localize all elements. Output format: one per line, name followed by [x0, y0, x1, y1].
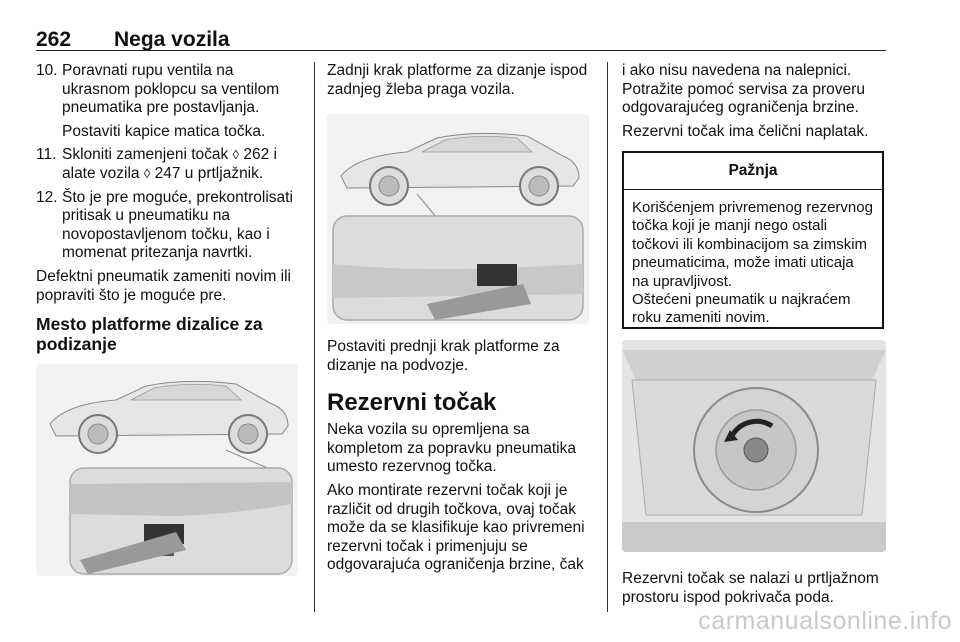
warning-title: Pažnja — [624, 153, 882, 190]
section-title: Rezervni točak — [327, 389, 497, 417]
paragraph: Postaviti prednji krak platforme za diza… — [327, 338, 560, 374]
page-ref-icon: ◊ — [143, 165, 151, 181]
warning-text: Oštećeni pneumatik u najkraćem roku zame… — [632, 291, 851, 327]
paragraph: i ako nisu navedena na nalepnici. Potraž… — [622, 62, 865, 117]
warning-text: Korišćenjem privremenog rezervnog točka … — [632, 199, 873, 290]
page-number: 262 — [36, 28, 72, 51]
warning-box: Pažnja Korišćenjem privremenog rezervnog… — [622, 151, 884, 329]
column-2-lower: Postaviti prednji krak platforme za diza… — [327, 338, 597, 580]
page-ref-link[interactable]: 247 — [154, 164, 181, 182]
page-ref-icon: ◊ — [232, 147, 240, 163]
subheading: Mesto platforme dizalice za podizanje — [36, 314, 263, 355]
step-10: 10. Poravnati rupu ventila na ukrasnom p… — [36, 62, 280, 117]
step-12: 12. Što je pre moguće, prekontrolisati p… — [36, 188, 293, 262]
paragraph: Neka vozila su opremljena sa kompletom z… — [327, 421, 576, 476]
column-divider-2 — [607, 62, 608, 612]
column-2: Zadnji krak platforme za dizanje ispod z… — [327, 62, 597, 104]
paragraph: Zadnji krak platforme za dizanje ispod z… — [327, 62, 588, 98]
column-3: i ako nisu navedena na nalepnici. Potraž… — [622, 62, 888, 146]
car-jack-rear-illustration — [36, 364, 298, 576]
column-divider-1 — [314, 62, 315, 612]
step-11: 11. Skloniti zamenjeni točak ◊ 262 i ala… — [36, 146, 277, 182]
paragraph: Defektni pneumatik zameniti novim ili po… — [36, 267, 291, 304]
page-header: 262 Nega vozila — [36, 4, 886, 51]
paragraph: Ako montirate rezervni točak koji je raz… — [327, 481, 585, 574]
figure-caption: Rezervni točak se nalazi u prtljažnom pr… — [622, 570, 879, 606]
page-ref-link[interactable]: 262 — [243, 146, 270, 164]
page-title: Nega vozila — [114, 28, 230, 51]
step-10-sub: Postaviti kapice matica točka. — [62, 122, 266, 140]
paragraph: Rezervni točak ima čelični naplatak. — [622, 122, 869, 140]
column-1: 10. Poravnati rupu ventila na ukrasnom p… — [36, 62, 304, 360]
watermark: carmanualsonline.info — [698, 607, 952, 635]
car-jack-front-illustration — [327, 114, 589, 324]
spare-wheel-illustration — [622, 340, 886, 552]
